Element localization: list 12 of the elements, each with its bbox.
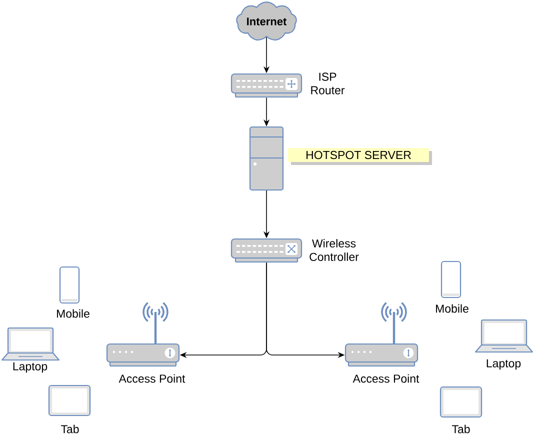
device-label: Mobile — [436, 304, 468, 313]
device-label: Tab — [452, 424, 470, 434]
device-label: ISP Router — [311, 72, 345, 94]
device-label: Tab — [60, 424, 79, 434]
device-label: Access Point — [352, 374, 420, 383]
note-box: HOTSPOT SERVER — [288, 148, 432, 165]
server-icon — [249, 126, 284, 191]
device-label: Laptop — [13, 362, 48, 373]
device-label: Mobile — [57, 309, 90, 318]
device-label: Access Point — [118, 374, 186, 383]
device-label: Laptop — [486, 359, 521, 370]
device-label: Wireless Controller — [310, 239, 359, 261]
